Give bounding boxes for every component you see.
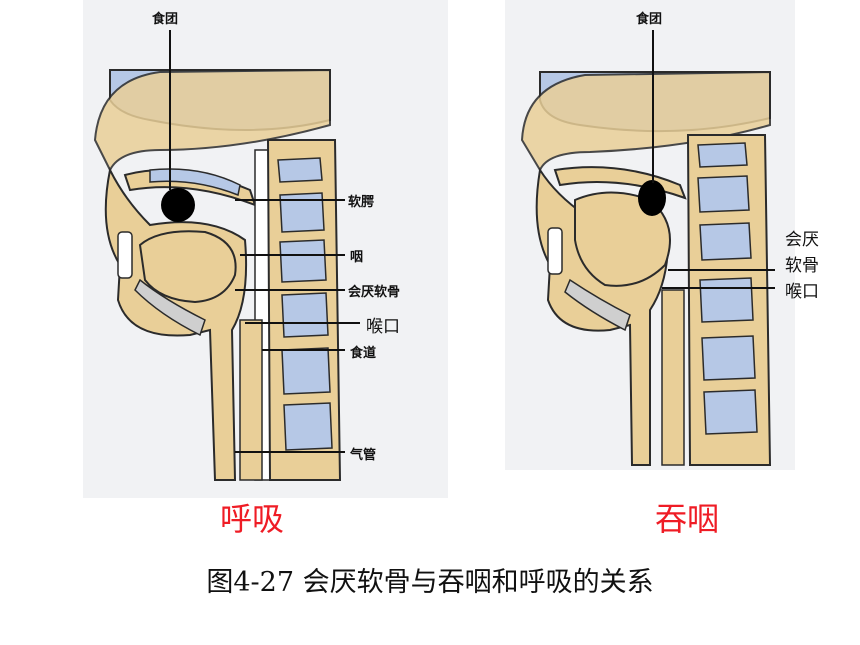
vertebra-shape [697,142,748,168]
figure-caption: 图4-27 会厌软骨与吞咽和呼吸的关系 [206,567,654,598]
right-front-teeth-shape [547,227,563,275]
soft-palate-label: 软腭 [348,195,375,210]
epiglottis-label: 会厌软骨 [348,285,401,300]
vertebra-shape [279,239,327,283]
trachea-label: 气管 [350,448,377,463]
vertebra-shape [279,192,325,233]
skull-bone-shape [93,68,331,173]
tongue-shape [138,230,237,304]
right-epiglottis-label-line1: 会厌 [785,230,819,250]
pharynx-label: 咽 [350,250,364,265]
breathing-state-label: 呼吸 [220,500,285,538]
vertebrae-group [277,157,333,451]
right-larynx-opening-label: 喉口 [785,282,819,302]
right-hyoid-region-shape [564,278,631,332]
swallowing-state-label: 吞咽 [655,500,720,538]
vertebra-shape [699,222,752,261]
vertebra-shape [281,292,329,338]
bolus-label: 食团 [152,12,179,27]
food-bolus-shape [161,188,195,222]
right-epiglottis-label-line2: 软骨 [785,256,819,276]
right-food-bolus-shape [638,180,666,216]
vertebra-shape [283,402,333,451]
left-leader-lines [169,30,360,453]
vertebra-shape [281,347,331,395]
front-teeth-shape [117,231,133,279]
vertebra-shape [701,335,756,381]
hyoid-region-shape [134,278,206,337]
right-leader-lines [652,30,775,289]
right-palate-shape [553,166,687,200]
vertebra-shape [277,157,323,183]
right-tongue-shape [574,191,671,287]
larynx-opening-label: 喉口 [366,317,400,337]
esophagus-label: 食道 [350,346,377,361]
vertebra-shape [703,389,758,435]
vertebra-shape [699,277,754,323]
right-bolus-label: 食团 [636,12,663,27]
right-trachea-shape [661,289,685,466]
trachea-shape [239,319,263,481]
vertebra-shape [697,175,750,213]
nasal-airway-shape [149,168,241,197]
